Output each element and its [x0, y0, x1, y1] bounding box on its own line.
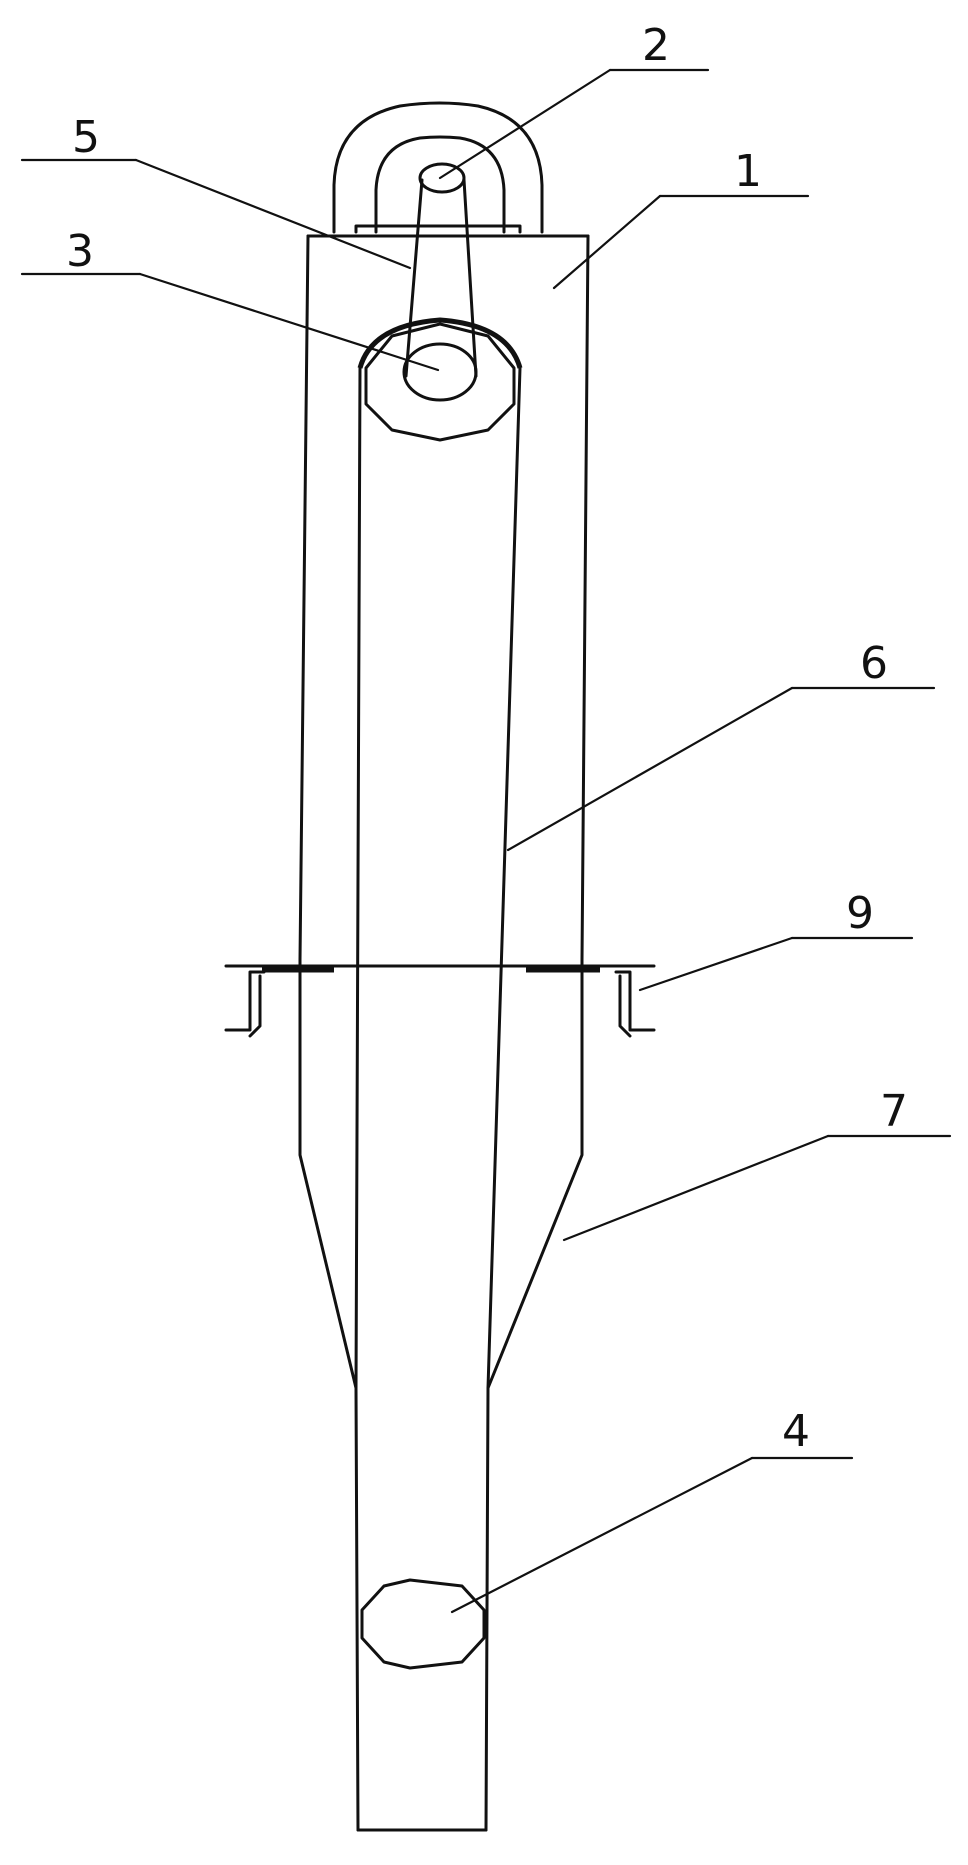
label-part-4: 4	[782, 1406, 810, 1457]
leader-lines	[20, 68, 952, 1614]
label-part-6: 6	[860, 638, 888, 689]
label-part-3: 3	[66, 226, 94, 277]
link-arm	[404, 162, 478, 378]
top-pulley	[364, 322, 516, 442]
inner-tube	[354, 317, 523, 1832]
label-part-2: 2	[642, 20, 670, 71]
outer-housing	[298, 234, 590, 1390]
label-part-9: 9	[846, 888, 874, 939]
label-part-1: 1	[734, 146, 762, 197]
label-part-7: 7	[880, 1086, 908, 1137]
flange-with-brackets	[224, 964, 656, 1038]
top-shackle	[332, 101, 544, 234]
label-part-5: 5	[72, 112, 100, 163]
bottom-pulley	[360, 1578, 486, 1670]
